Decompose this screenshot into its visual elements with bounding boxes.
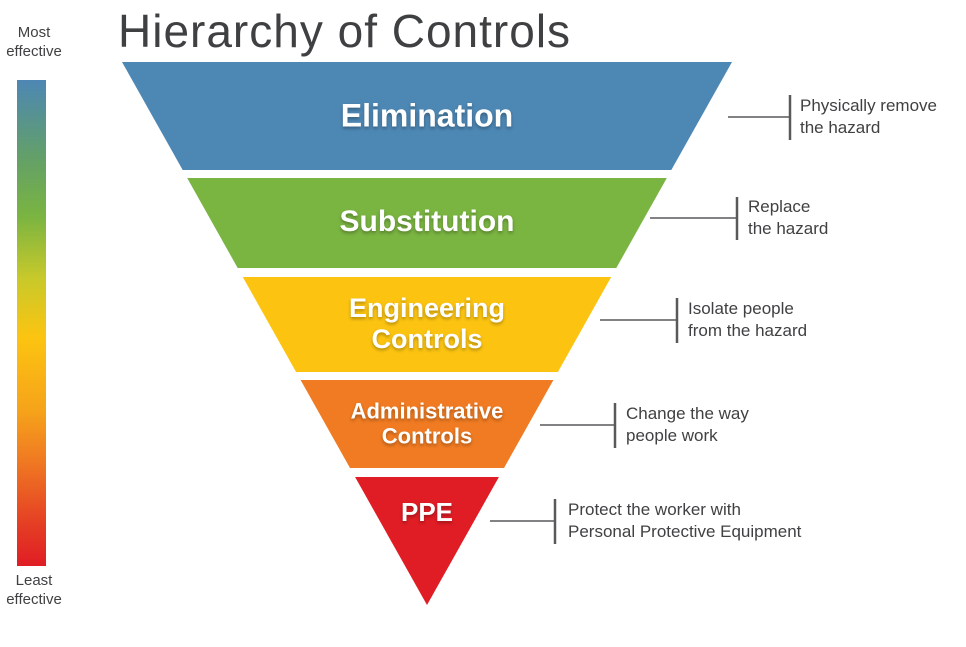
level-label-engineering-controls: Engineering Controls	[348, 292, 506, 354]
level-label-substitution: Substitution	[339, 204, 515, 238]
effectiveness-gradient-bar	[17, 80, 46, 566]
page-title: Hierarchy of Controls	[118, 5, 572, 57]
annotation-engineering-controls: Isolate people from the hazard	[688, 298, 808, 340]
most-effective-label: Most effective	[6, 24, 62, 60]
level-label-ppe: PPE	[400, 497, 454, 528]
level-label-elimination: Elimination	[340, 97, 514, 134]
level-label-administrative-controls: Administrative Controls	[350, 398, 504, 449]
annotation-ppe: Protect the worker with Personal Protect…	[568, 499, 802, 541]
annotation-substitution: Replace the hazard	[748, 196, 829, 238]
annotation-elimination: Physically remove the hazard	[800, 95, 937, 137]
least-effective-label: Least effective	[6, 572, 62, 608]
annotation-administrative-controls: Change the way people work	[626, 403, 749, 445]
